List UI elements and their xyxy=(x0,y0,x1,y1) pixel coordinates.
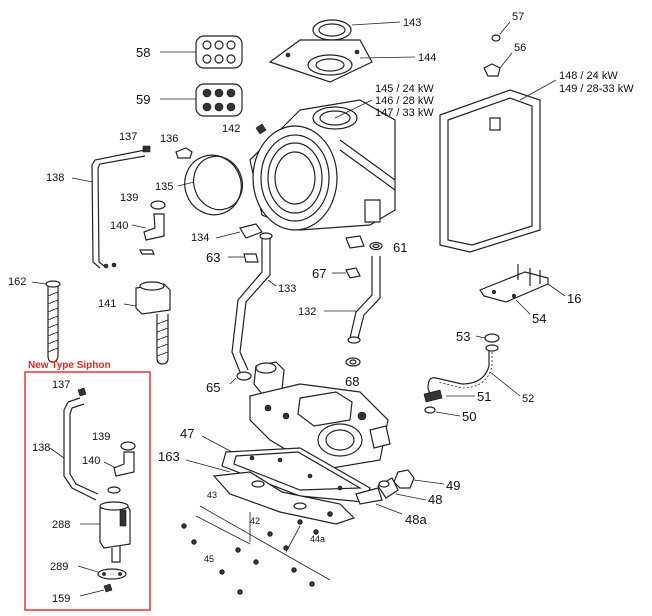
siphon-137-clip xyxy=(77,387,87,397)
label-135: 135 xyxy=(155,181,173,193)
part-48-valve xyxy=(377,477,427,501)
siphon-140-elbow xyxy=(103,451,135,477)
label-44a: 44a xyxy=(310,534,325,544)
part-58-washer-set xyxy=(160,35,243,69)
label-133: 133 xyxy=(278,283,296,295)
part-61-washer xyxy=(369,241,383,251)
part-148-expansion-vessel xyxy=(439,79,557,253)
part-163-plate xyxy=(185,459,356,525)
label-47: 47 xyxy=(180,426,194,441)
label-48a: 48a xyxy=(405,512,427,527)
label-146: 146 / 28 kW xyxy=(375,95,434,107)
label-132: 132 xyxy=(298,306,316,318)
siphon-label-288: 288 xyxy=(52,519,70,531)
part-16-mounting-bracket xyxy=(479,264,566,315)
label-67: 67 xyxy=(312,266,326,281)
part-56-valve xyxy=(483,52,513,77)
part-51-nut xyxy=(423,389,475,403)
label-142: 142 xyxy=(222,123,240,135)
label-144: 144 xyxy=(418,52,436,64)
label-59: 59 xyxy=(136,92,150,107)
label-52: 52 xyxy=(522,393,534,405)
new-siphon-title: New Type Siphon xyxy=(28,360,111,371)
siphon-288-trap xyxy=(80,486,131,563)
label-63: 63 xyxy=(206,250,220,265)
part-139-clip xyxy=(150,200,166,210)
label-143: 143 xyxy=(403,17,421,29)
part-145-heat-exchanger xyxy=(249,99,396,231)
part-143-gasket xyxy=(312,19,401,41)
label-147: 147 / 33 kW xyxy=(375,107,434,119)
part-141-siphon xyxy=(123,281,171,365)
part-137-clip xyxy=(142,145,151,153)
siphon-289-gasket xyxy=(77,565,127,580)
part-133-pipe xyxy=(231,232,277,373)
siphon-159-screw xyxy=(79,583,113,597)
label-134: 134 xyxy=(191,232,209,244)
label-68: 68 xyxy=(345,374,359,389)
part-142-screw xyxy=(255,123,267,135)
part-144-cover-plate xyxy=(268,39,416,83)
label-149: 149 / 28-33 kW xyxy=(559,83,634,95)
label-163: 163 xyxy=(158,449,180,464)
part-screws xyxy=(181,505,331,595)
label-139: 139 xyxy=(120,192,138,204)
label-148: 148 / 24 kW xyxy=(559,70,618,82)
part-136-bracket xyxy=(175,147,193,159)
label-43: 43 xyxy=(207,490,217,500)
label-137: 137 xyxy=(119,131,137,143)
part-49-valve xyxy=(393,469,445,489)
new-siphon-inset: New Type Siphon 137 138 139 140 28 xyxy=(24,360,151,611)
part-135-inspection-cover xyxy=(177,154,243,216)
part-138-drain-pipe xyxy=(71,149,146,269)
label-54: 54 xyxy=(532,311,546,326)
part-59-washer-set xyxy=(160,83,243,117)
label-56: 56 xyxy=(514,42,526,54)
part-48a-valve xyxy=(355,487,403,515)
siphon-label-289: 289 xyxy=(50,561,68,573)
part-63-clip xyxy=(228,253,259,263)
label-61: 61 xyxy=(393,240,407,255)
siphon-label-138: 138 xyxy=(32,442,50,454)
label-51: 51 xyxy=(477,389,491,404)
part-50-washer xyxy=(424,406,461,417)
label-141: 141 xyxy=(98,298,116,310)
part-65-nut xyxy=(229,371,252,385)
label-58: 58 xyxy=(136,45,150,60)
label-49: 49 xyxy=(446,478,460,493)
part-132-pipe xyxy=(324,256,381,344)
part-162-flex-hose xyxy=(31,280,61,363)
part-clip-small xyxy=(139,249,155,255)
part-53-washer xyxy=(475,333,500,343)
label-16: 16 xyxy=(567,291,581,306)
new-siphon-border xyxy=(24,371,151,611)
part-clip-left xyxy=(345,235,365,249)
label-140: 140 xyxy=(110,220,128,232)
label-65: 65 xyxy=(206,380,220,395)
part-67-clip xyxy=(332,267,361,279)
siphon-label-139: 139 xyxy=(92,431,110,443)
label-48: 48 xyxy=(428,492,442,507)
label-50: 50 xyxy=(462,409,476,424)
part-57-nut xyxy=(491,21,511,42)
label-57: 57 xyxy=(512,11,524,23)
part-134-clip xyxy=(215,223,263,239)
label-53: 53 xyxy=(456,329,470,344)
label-138: 138 xyxy=(46,172,64,184)
label-136: 136 xyxy=(160,133,178,145)
label-45: 45 xyxy=(204,554,214,564)
siphon-label-140: 140 xyxy=(82,455,100,467)
siphon-label-137: 137 xyxy=(52,379,70,391)
label-145: 145 / 24 kW xyxy=(375,83,434,95)
siphon-138-pipe xyxy=(49,397,99,501)
part-52-braided-hose xyxy=(427,344,521,397)
part-68-washer xyxy=(345,357,361,367)
label-42: 42 xyxy=(250,516,260,526)
siphon-139-clip xyxy=(120,441,136,451)
part-140-hose-elbow xyxy=(131,213,165,241)
label-162: 162 xyxy=(8,276,26,288)
siphon-label-159: 159 xyxy=(52,593,70,605)
